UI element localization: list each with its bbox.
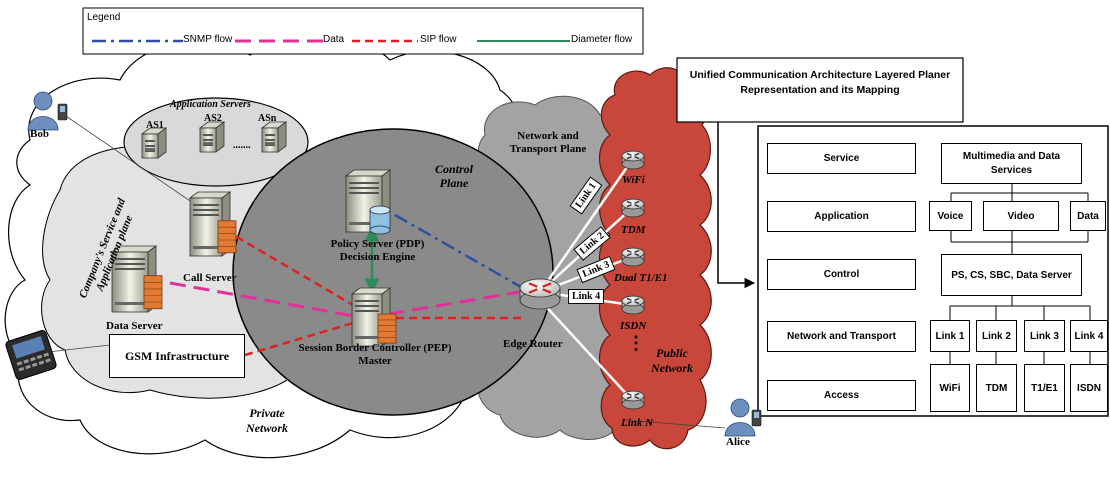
data-server-icon xyxy=(110,245,163,313)
transport-link2-box: Link 2 xyxy=(976,320,1017,352)
sip-flow-line-2 xyxy=(244,316,371,357)
alice-label: Alice xyxy=(726,436,750,448)
layer-transport-box: Network and Transport xyxy=(767,321,916,352)
pdp-server-icon xyxy=(344,169,392,233)
architecture-panel xyxy=(676,57,1109,417)
legend-snmp-label: SNMP flow xyxy=(183,34,233,45)
bob-person-icon xyxy=(27,91,68,131)
alice-person-icon xyxy=(724,398,762,437)
layer-access-box: Access xyxy=(767,380,916,411)
pdp-label: Policy Server (PDP) Decision Engine xyxy=(330,238,425,263)
control-components-box: PS, CS, SBC, Data Server xyxy=(941,254,1082,296)
pep-label: Session Border Controller (PEP) Master xyxy=(298,342,452,367)
snmp-flow-line xyxy=(394,213,529,293)
control-plane-circle xyxy=(232,128,554,416)
service-multimedia-box: Multimedia and Data Services xyxy=(941,143,1082,184)
transport-link3-box: Link 3 xyxy=(1024,320,1065,352)
as2-label: AS2 xyxy=(204,113,222,124)
legend-sip-label: SIP flow xyxy=(420,34,457,45)
tdm-router-icon xyxy=(621,198,645,218)
link1-line xyxy=(538,159,634,293)
app-servers-title: Application Servers xyxy=(170,99,251,110)
bob-label: Bob xyxy=(30,128,49,140)
access-tdm-box: TDM xyxy=(976,364,1017,412)
alice-connection xyxy=(624,419,726,429)
app-data-box: Data xyxy=(1070,201,1106,231)
public-network-cloud xyxy=(598,67,712,450)
tdm-router-label: TDM xyxy=(621,224,646,236)
legend-box xyxy=(82,7,644,55)
architecture-title: Unified Communication Architecture Layer… xyxy=(689,69,951,96)
public-network-label: Public Network xyxy=(651,346,693,375)
transport-link4-box: Link 4 xyxy=(1070,320,1108,352)
app-video-box: Video xyxy=(983,201,1059,231)
gsm-phone-connection xyxy=(47,344,111,353)
layer-application-box: Application xyxy=(767,201,916,232)
as1-label: AS1 xyxy=(146,120,164,131)
architecture-title-box xyxy=(676,57,964,123)
linkn-router-icon xyxy=(621,390,645,410)
access-isdn-box: ISDN xyxy=(1070,364,1108,412)
linkn-line xyxy=(539,299,633,401)
call-server-icon xyxy=(188,191,237,257)
data-flow-line-1 xyxy=(169,281,366,320)
wifi-router-label: WiFi xyxy=(622,174,645,186)
data-flow-line-2 xyxy=(364,290,521,320)
access-t1e1-box: T1/E1 xyxy=(1024,364,1065,412)
legend-title: Legend xyxy=(87,12,121,23)
edge-router-icon xyxy=(519,278,561,310)
wifi-router-icon xyxy=(621,150,645,170)
mobile-phone-icon xyxy=(5,330,57,380)
router-icons xyxy=(519,150,645,410)
data-server-label: Data Server xyxy=(106,320,163,332)
app-voice-box: Voice xyxy=(929,201,972,231)
asn-label: ASn xyxy=(258,113,277,124)
dual-t1e1-router-icon xyxy=(621,247,645,267)
access-wifi-box: WiFi xyxy=(930,364,970,412)
edge-router-label: Edge Router xyxy=(503,338,563,350)
isdn-router-label: ISDN xyxy=(620,320,647,332)
bob-connection xyxy=(59,111,216,219)
as2-server-icon xyxy=(198,121,226,153)
sip-flow-line-1 xyxy=(224,228,371,317)
call-server-label: Call Server xyxy=(183,272,237,284)
database-icon xyxy=(369,205,391,235)
layer-service-box: Service xyxy=(767,143,916,174)
legend-diameter-label: Diameter flow xyxy=(571,34,633,45)
private-network-label: Private Network xyxy=(246,406,288,435)
as1-server-icon xyxy=(140,127,168,159)
as-ellipsis: ....... xyxy=(233,140,251,151)
layer-control-box: Control xyxy=(767,259,916,290)
isdn-router-icon xyxy=(621,295,645,315)
gsm-infrastructure-box: GSM Infrastructure xyxy=(109,334,245,378)
hierarchy-connectors xyxy=(949,184,1091,364)
server-icons xyxy=(110,121,397,347)
asn-server-icon xyxy=(260,121,288,153)
control-plane-label: Control Plane xyxy=(434,162,473,190)
pep-server-icon xyxy=(350,287,397,347)
legend-data-label: Data xyxy=(323,34,345,45)
transport-link1-box: Link 1 xyxy=(930,320,970,352)
t1e1-router-label: Dual T1/E1 xyxy=(614,272,668,284)
linkn-router-label: Link N xyxy=(621,417,654,429)
legend xyxy=(82,7,644,55)
link4-label: Link 4 xyxy=(568,289,605,304)
transport-plane-label: Network and Transport Plane xyxy=(509,130,587,155)
routers-ellipsis: ⋮ xyxy=(627,333,645,353)
title-to-frame-arrow xyxy=(717,122,756,289)
